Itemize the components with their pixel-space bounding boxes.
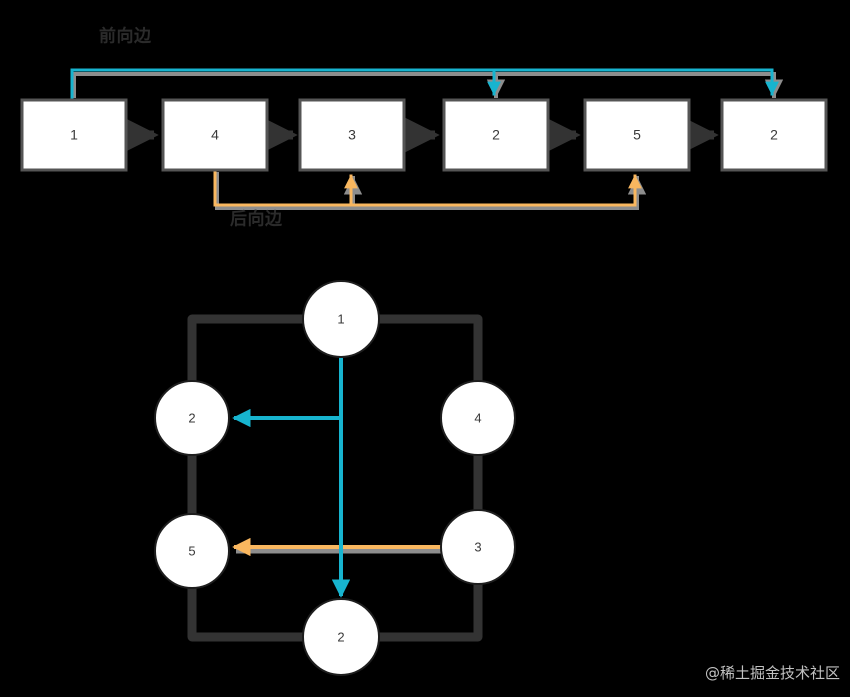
graph-node-value: 5 xyxy=(188,543,195,558)
orange-edge-trunk xyxy=(213,169,637,207)
graph-node-1[interactable]: 1 xyxy=(302,280,380,358)
graph-nodes: 1 2 4 5 3 xyxy=(154,280,516,676)
array-box-1[interactable]: 4 xyxy=(161,98,269,172)
array-box-value: 2 xyxy=(770,127,778,143)
graph-node-4[interactable]: 4 xyxy=(440,380,516,456)
array-view: 1 4 3 2 5 xyxy=(20,25,828,228)
array-box-value: 4 xyxy=(211,127,219,143)
array-box-value: 5 xyxy=(633,127,641,143)
orange-edge-label: 后向边 xyxy=(230,208,283,228)
graph-node-value: 1 xyxy=(337,311,344,326)
graph-node-3[interactable]: 3 xyxy=(440,509,516,585)
array-box-0[interactable]: 1 xyxy=(20,98,128,172)
graph-node-value: 4 xyxy=(474,410,481,425)
graph-node-2-left[interactable]: 2 xyxy=(154,380,230,456)
array-box-2[interactable]: 3 xyxy=(298,98,406,172)
graph-node-value: 2 xyxy=(188,410,195,425)
teal-graph-edges xyxy=(232,357,351,598)
array-boxes: 1 4 3 2 5 xyxy=(20,98,828,172)
graph-node-value: 2 xyxy=(337,629,344,644)
array-box-value: 2 xyxy=(492,127,500,143)
graph-view: 1 2 4 5 3 xyxy=(154,280,516,676)
ring-edge-1-2 xyxy=(187,314,305,381)
teal-edge-trunk xyxy=(70,68,774,101)
orange-back-edges xyxy=(213,169,642,207)
array-box-value: 3 xyxy=(348,127,356,143)
teal-route-shadow xyxy=(72,72,784,98)
teal-forward-edges xyxy=(70,68,779,101)
array-box-3[interactable]: 2 xyxy=(442,98,550,172)
graph-node-2-bottom[interactable]: 2 xyxy=(302,598,380,676)
array-box-5[interactable]: 2 xyxy=(720,98,828,172)
graph-node-value: 3 xyxy=(474,539,481,554)
graph-ring-edges xyxy=(187,314,483,642)
array-box-value: 1 xyxy=(70,127,78,143)
array-box-4[interactable]: 5 xyxy=(583,98,691,172)
ring-edge-1-4 xyxy=(378,314,483,381)
ring-edge-5-2b xyxy=(187,588,303,642)
ring-edge-3-2b xyxy=(379,584,483,642)
orange-route-shadow xyxy=(215,172,647,210)
graph-node-5[interactable]: 5 xyxy=(154,513,230,589)
teal-edge-label: 前向边 xyxy=(99,25,152,45)
